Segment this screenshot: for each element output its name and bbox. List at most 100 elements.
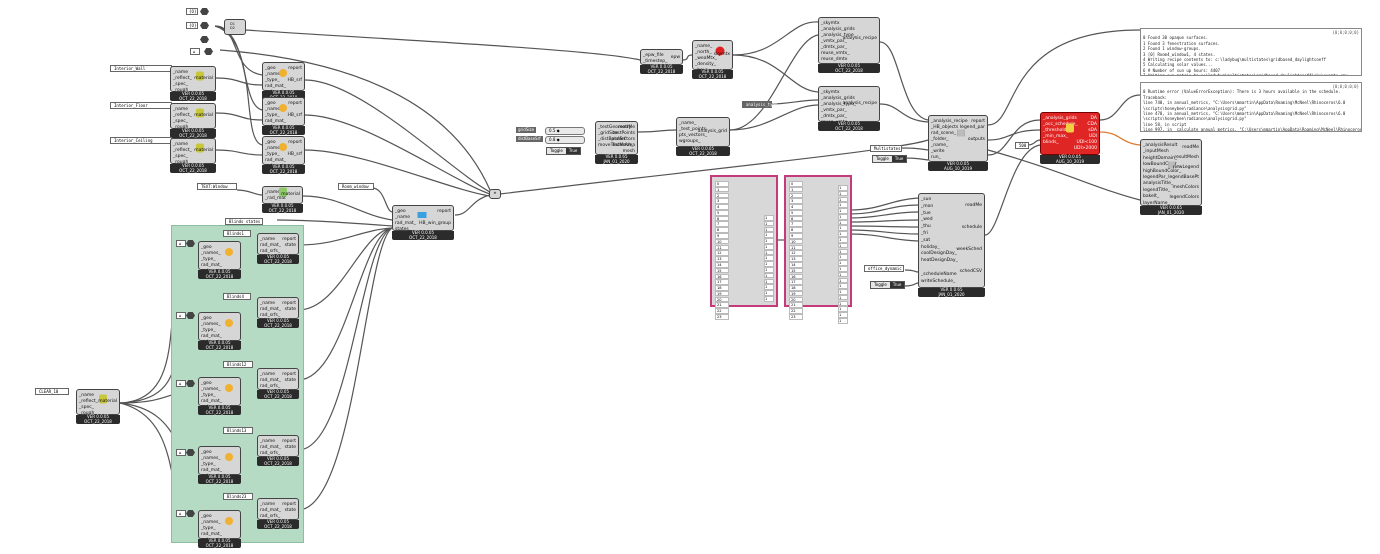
blind-state-component[interactable]: _name rad_mat_ rad_srfs_report state [257, 297, 299, 319]
list-item[interactable]: 22 [789, 308, 803, 314]
folder-name-panel[interactable]: Multistates [870, 145, 902, 152]
list-item[interactable]: 1 [838, 196, 848, 203]
list-item[interactable]: 1 [764, 267, 774, 273]
list-item[interactable]: 1 [789, 186, 803, 193]
list-item[interactable]: 1 [764, 215, 774, 221]
list-item[interactable]: 17 [715, 279, 729, 285]
boolean-param[interactable]: ⌂ [176, 380, 186, 387]
analysis-recipe-component[interactable]: _skymtx _analysis_grids _analysis_type_ … [818, 86, 880, 131]
param-hex-icon[interactable] [186, 312, 195, 319]
list-item[interactable]: 12 [715, 250, 729, 256]
list-item[interactable]: 11 [789, 244, 803, 251]
blind-state-component[interactable]: _name rad_mat_ rad_srfs_report state [257, 368, 299, 390]
list-item[interactable]: 13 [789, 256, 803, 262]
list-item[interactable]: 21 [715, 302, 729, 308]
list-item[interactable]: 1 [838, 248, 848, 255]
list-item[interactable]: 20 [715, 296, 729, 303]
list-item[interactable]: 1 [764, 284, 774, 290]
schedule-name-panel[interactable]: office_dynamic [864, 265, 904, 272]
threshold-panel[interactable]: 500 [1015, 142, 1029, 149]
blind-name-panel[interactable]: Blinds4 [223, 293, 251, 300]
blind-name-panel[interactable]: Blinds13 [223, 427, 253, 434]
list-item[interactable]: 9 [789, 233, 803, 239]
param-hex-icon[interactable] [200, 8, 209, 15]
list-item[interactable]: 1 [838, 208, 848, 214]
list-item[interactable]: 1 [838, 213, 848, 220]
hb-surface-component[interactable]: _geo _names_ _type_ rad_mat_ rad_mat_ re… [262, 97, 305, 130]
hb-surface-component[interactable]: _geo _names_ _type_ rad_mat_ rad_mat_ [198, 241, 241, 274]
list-item[interactable]: 16 [789, 273, 803, 280]
list-item[interactable]: 0 [789, 181, 803, 187]
annual-metrics-component[interactable]: _analysis_grids _occ_schedule_ _threshol… [1040, 112, 1100, 155]
list-item[interactable]: 8 [789, 227, 803, 233]
analysis-grid-component[interactable]: _name_ _test_points pts_vectors_ wgroups… [676, 117, 730, 147]
blind-name-panel[interactable]: Blinds1 [223, 230, 251, 237]
list-item[interactable]: 18 [789, 285, 803, 291]
list-item[interactable]: 11 [715, 244, 729, 251]
list-item[interactable]: 22 [715, 308, 729, 314]
list-item[interactable]: 5 [715, 209, 729, 216]
list-item[interactable]: 1 [838, 300, 848, 307]
list-item[interactable]: 1 [838, 202, 848, 208]
material-name-panel[interactable]: Interior_Ceiling [110, 137, 172, 144]
list-item[interactable]: 8 [715, 227, 729, 233]
merge-component[interactable]: D1 D2 [224, 19, 246, 35]
test-points-component[interactable]: _testGeometry _gridSize _distBaseSrf mov… [595, 121, 638, 155]
material-name-panel[interactable]: Interior_Wall [110, 65, 172, 72]
run-simulation-component[interactable]: _analysis_recipe _HB_objects rad_scene_ … [928, 115, 988, 162]
hb-surface-component[interactable]: _geo _names_ _type_ rad_mat_ rad_mat_ [198, 510, 241, 543]
list-item[interactable]: 21 [789, 302, 803, 308]
list-item[interactable]: 1 [764, 278, 774, 285]
list-item[interactable]: 5 [789, 209, 803, 216]
list-item[interactable]: 19 [789, 290, 803, 297]
hb-surface-component[interactable]: _geo _names_ _type_ rad_mat_ rad_mat_ [198, 377, 241, 410]
list-item[interactable]: 1 [838, 317, 848, 324]
list-item[interactable]: 10 [715, 238, 729, 245]
window-name-panel[interactable]: TEXT:Window [197, 183, 237, 190]
blind-name-panel[interactable]: Blinds23 [223, 493, 253, 500]
list-item[interactable]: 13 [715, 256, 729, 262]
list-item[interactable]: 7 [789, 221, 803, 228]
hb-surface-component[interactable]: _geo _names_ _type_ rad_mat_ rad_mat_ re… [262, 136, 305, 169]
list-item[interactable]: 6 [789, 215, 803, 222]
boolean-param[interactable]: ⌂ [176, 510, 186, 517]
hb-surface-component[interactable]: _geo _names_ _type_ rad_mat_ rad_mat_ [198, 312, 241, 345]
list-item[interactable]: 1 [838, 277, 848, 284]
param-hex-icon[interactable] [204, 48, 213, 55]
opaque-material-component[interactable]: _name _reflect_ _spec_ _rough_ material [170, 138, 216, 165]
list-item[interactable]: 12 [789, 250, 803, 256]
material-name-panel[interactable]: CLEAR_10 [35, 388, 69, 395]
boolean-param[interactable]: {0} [186, 8, 198, 15]
hb-surface-component[interactable]: _geo _names_ _type_ rad_mat_ rad_mat_ [198, 446, 241, 479]
list-item[interactable]: 1 [838, 283, 848, 289]
list-item[interactable]: 1 [764, 290, 774, 296]
annual-schedule-component[interactable]: _sun _mon _tue _wed _thu _fri _sat holid… [918, 193, 985, 288]
param-hex-icon[interactable] [186, 510, 195, 517]
list-item[interactable]: 18 [715, 285, 729, 291]
list-item[interactable]: 16 [715, 273, 729, 280]
list-item[interactable]: 1 [764, 261, 774, 267]
opaque-material-component[interactable]: _name _reflect_ _spec_ _rough_ material [170, 66, 216, 93]
boolean-param[interactable]: ⌂ [176, 312, 186, 319]
list-item[interactable]: 1 [838, 260, 848, 266]
list-item[interactable]: 1 [764, 238, 774, 244]
list-item[interactable]: 0 [715, 181, 729, 187]
analysis-type-param[interactable]: analysis_type [742, 101, 777, 108]
blind-state-component[interactable]: _name rad_mat_ rad_srfs_report state [257, 233, 299, 255]
recolor-mesh-component[interactable]: _analysisResult _inputMesh heightDomain_… [1140, 139, 1202, 206]
list-item[interactable]: 19 [715, 290, 729, 297]
list-item[interactable]: 1 [838, 231, 848, 237]
list-item[interactable]: 1 [838, 306, 848, 312]
list-item[interactable]: 1 [764, 249, 774, 256]
merge-component[interactable]: ⊕ [489, 189, 501, 199]
list-item[interactable]: 2 [715, 192, 729, 199]
list-item[interactable]: 14 [715, 261, 729, 268]
list-item[interactable]: 10 [789, 238, 803, 245]
list-item[interactable]: 1 [838, 265, 848, 272]
list-item[interactable]: 1 [838, 289, 848, 295]
analysis-recipe-component[interactable]: _skymtx _analysis_grids _analysis_type_ … [818, 17, 880, 64]
list-item[interactable]: 4 [789, 204, 803, 210]
